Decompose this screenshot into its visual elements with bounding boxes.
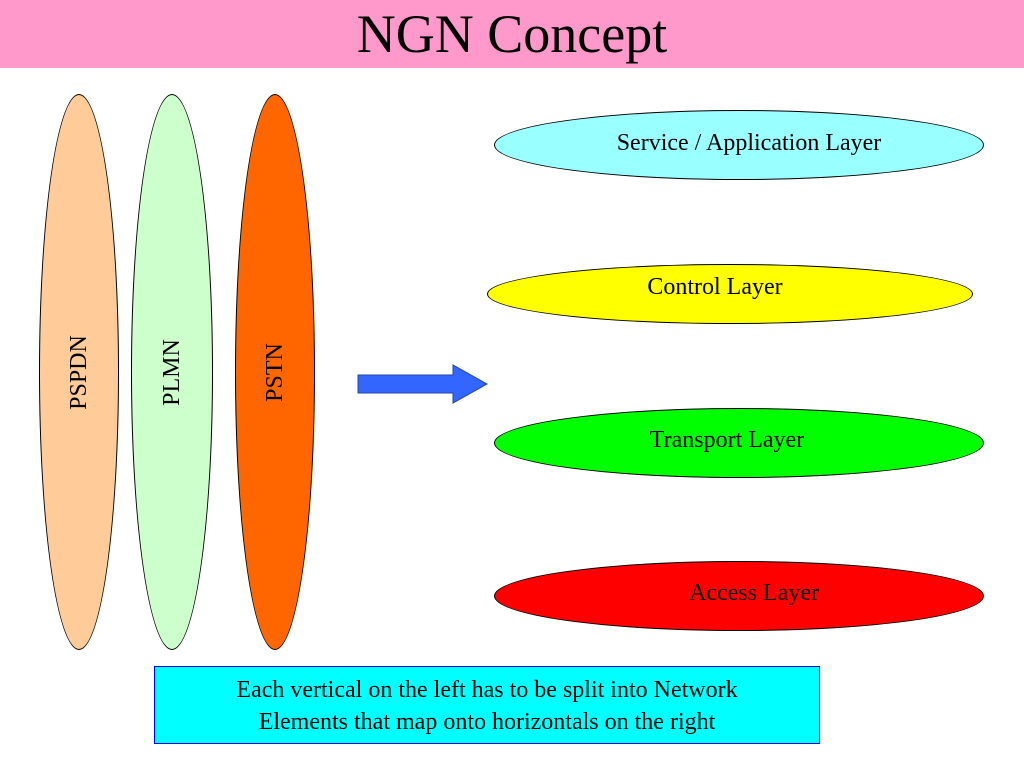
layer-label-transport: Transport Layer [649, 426, 805, 453]
layer-label-access: Access Layer [689, 579, 819, 606]
layer-ellipse-access: Access Layer [494, 561, 984, 631]
vertical-label-plmn: PLMN [158, 338, 185, 406]
note-line-1: Each vertical on the left has to be spli… [236, 677, 738, 703]
vertical-label-pspdn: PSPDN [65, 334, 92, 410]
vertical-label-pstn: PSTN [261, 342, 288, 402]
arrow-shape [357, 364, 489, 404]
layer-ellipse-control: Control Layer [487, 264, 973, 324]
note-box: Each vertical on the left has to be spli… [154, 666, 820, 744]
layer-ellipse-transport: Transport Layer [494, 408, 984, 478]
layer-ellipse-service-application: Service / Application Layer [494, 110, 984, 180]
title-bar: NGN Concept [0, 0, 1024, 68]
layer-label-service-application: Service / Application Layer [616, 129, 882, 156]
vertical-ellipse-plmn: PLMN [131, 94, 213, 650]
slide-title: NGN Concept [356, 4, 668, 64]
layer-label-control: Control Layer [647, 273, 783, 300]
vertical-ellipse-pspdn: PSPDN [39, 94, 119, 650]
vertical-ellipse-pstn: PSTN [235, 94, 315, 650]
note-line-2: Elements that map onto horizontals on th… [258, 709, 716, 735]
right-arrow-icon [357, 364, 489, 404]
